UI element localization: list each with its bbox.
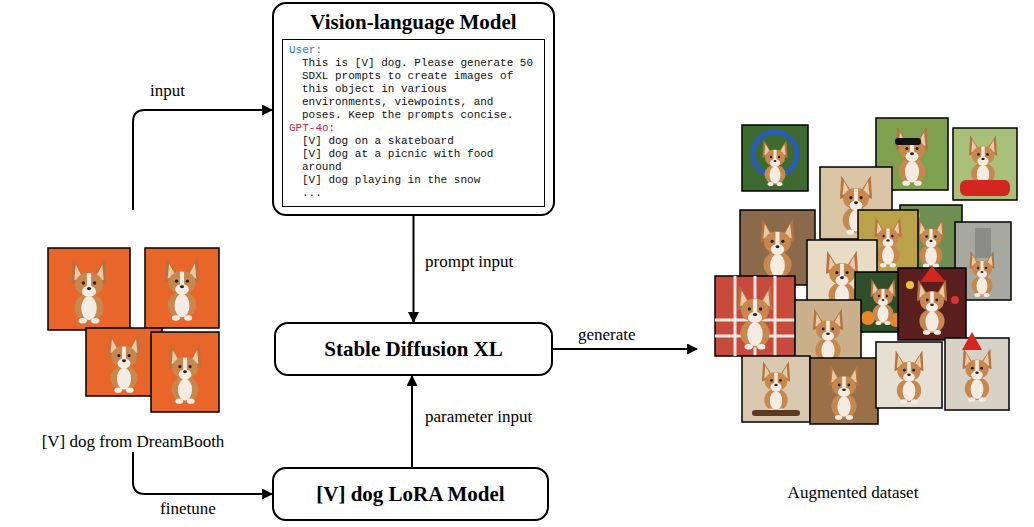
image-group: [V] dog from DreamBooth	[20, 210, 246, 452]
chat-message: [V] dog on a skateboard	[289, 135, 538, 148]
chat-box: User:This is [V] dog. Please generate 50…	[282, 39, 545, 207]
dog-photo	[945, 332, 1009, 410]
chat-message: [V] dog at a picnic with food around	[289, 148, 538, 174]
dog-photo	[742, 356, 810, 422]
flow-arrow	[411, 376, 413, 467]
dog-photo	[740, 210, 815, 285]
flow-arrow	[413, 216, 415, 322]
edge-label: finetune	[158, 499, 218, 519]
edge-label: input	[148, 81, 187, 101]
image-group: Augmented dataset	[697, 115, 1009, 503]
box-label: Stable Diffusion XL	[324, 335, 503, 363]
chat-message: ...	[289, 187, 538, 200]
flow-arrow	[553, 348, 697, 350]
dog-photo	[810, 358, 878, 424]
label-wrap: Stable Diffusion XL	[324, 335, 503, 363]
model-box: Vision-language ModelUser:This is [V] do…	[272, 2, 555, 216]
edge-label: generate	[576, 325, 638, 345]
edge-label: prompt input	[423, 252, 515, 272]
dog-photo	[953, 128, 1017, 200]
flow-arrow	[133, 452, 272, 494]
label-wrap: [V] dog LoRA Model	[316, 480, 504, 508]
dog-photo	[151, 332, 219, 412]
dog-photo	[145, 248, 219, 328]
box-label: [V] dog LoRA Model	[316, 480, 504, 508]
dog-photo	[742, 125, 808, 191]
box-title: Vision-language Model	[282, 9, 545, 35]
model-box: Stable Diffusion XL	[274, 322, 553, 376]
edge-label: parameter input	[423, 407, 534, 427]
chat-message: This is [V] dog. Please generate 50 SDXL…	[289, 57, 538, 122]
image-caption: Augmented dataset	[788, 483, 919, 503]
speaker-label: GPT-4o:	[289, 122, 538, 135]
speaker-label: User:	[289, 44, 538, 57]
dog-photo	[898, 266, 966, 340]
flow-arrow	[133, 110, 272, 210]
image-caption: [V] dog from DreamBooth	[42, 432, 225, 452]
chat-message: [V] dog playing in the snow	[289, 174, 538, 187]
dog-photo	[715, 276, 795, 356]
dog-photo	[48, 248, 130, 330]
model-box: [V] dog LoRA Model	[272, 467, 549, 521]
dog-photo	[876, 342, 942, 408]
